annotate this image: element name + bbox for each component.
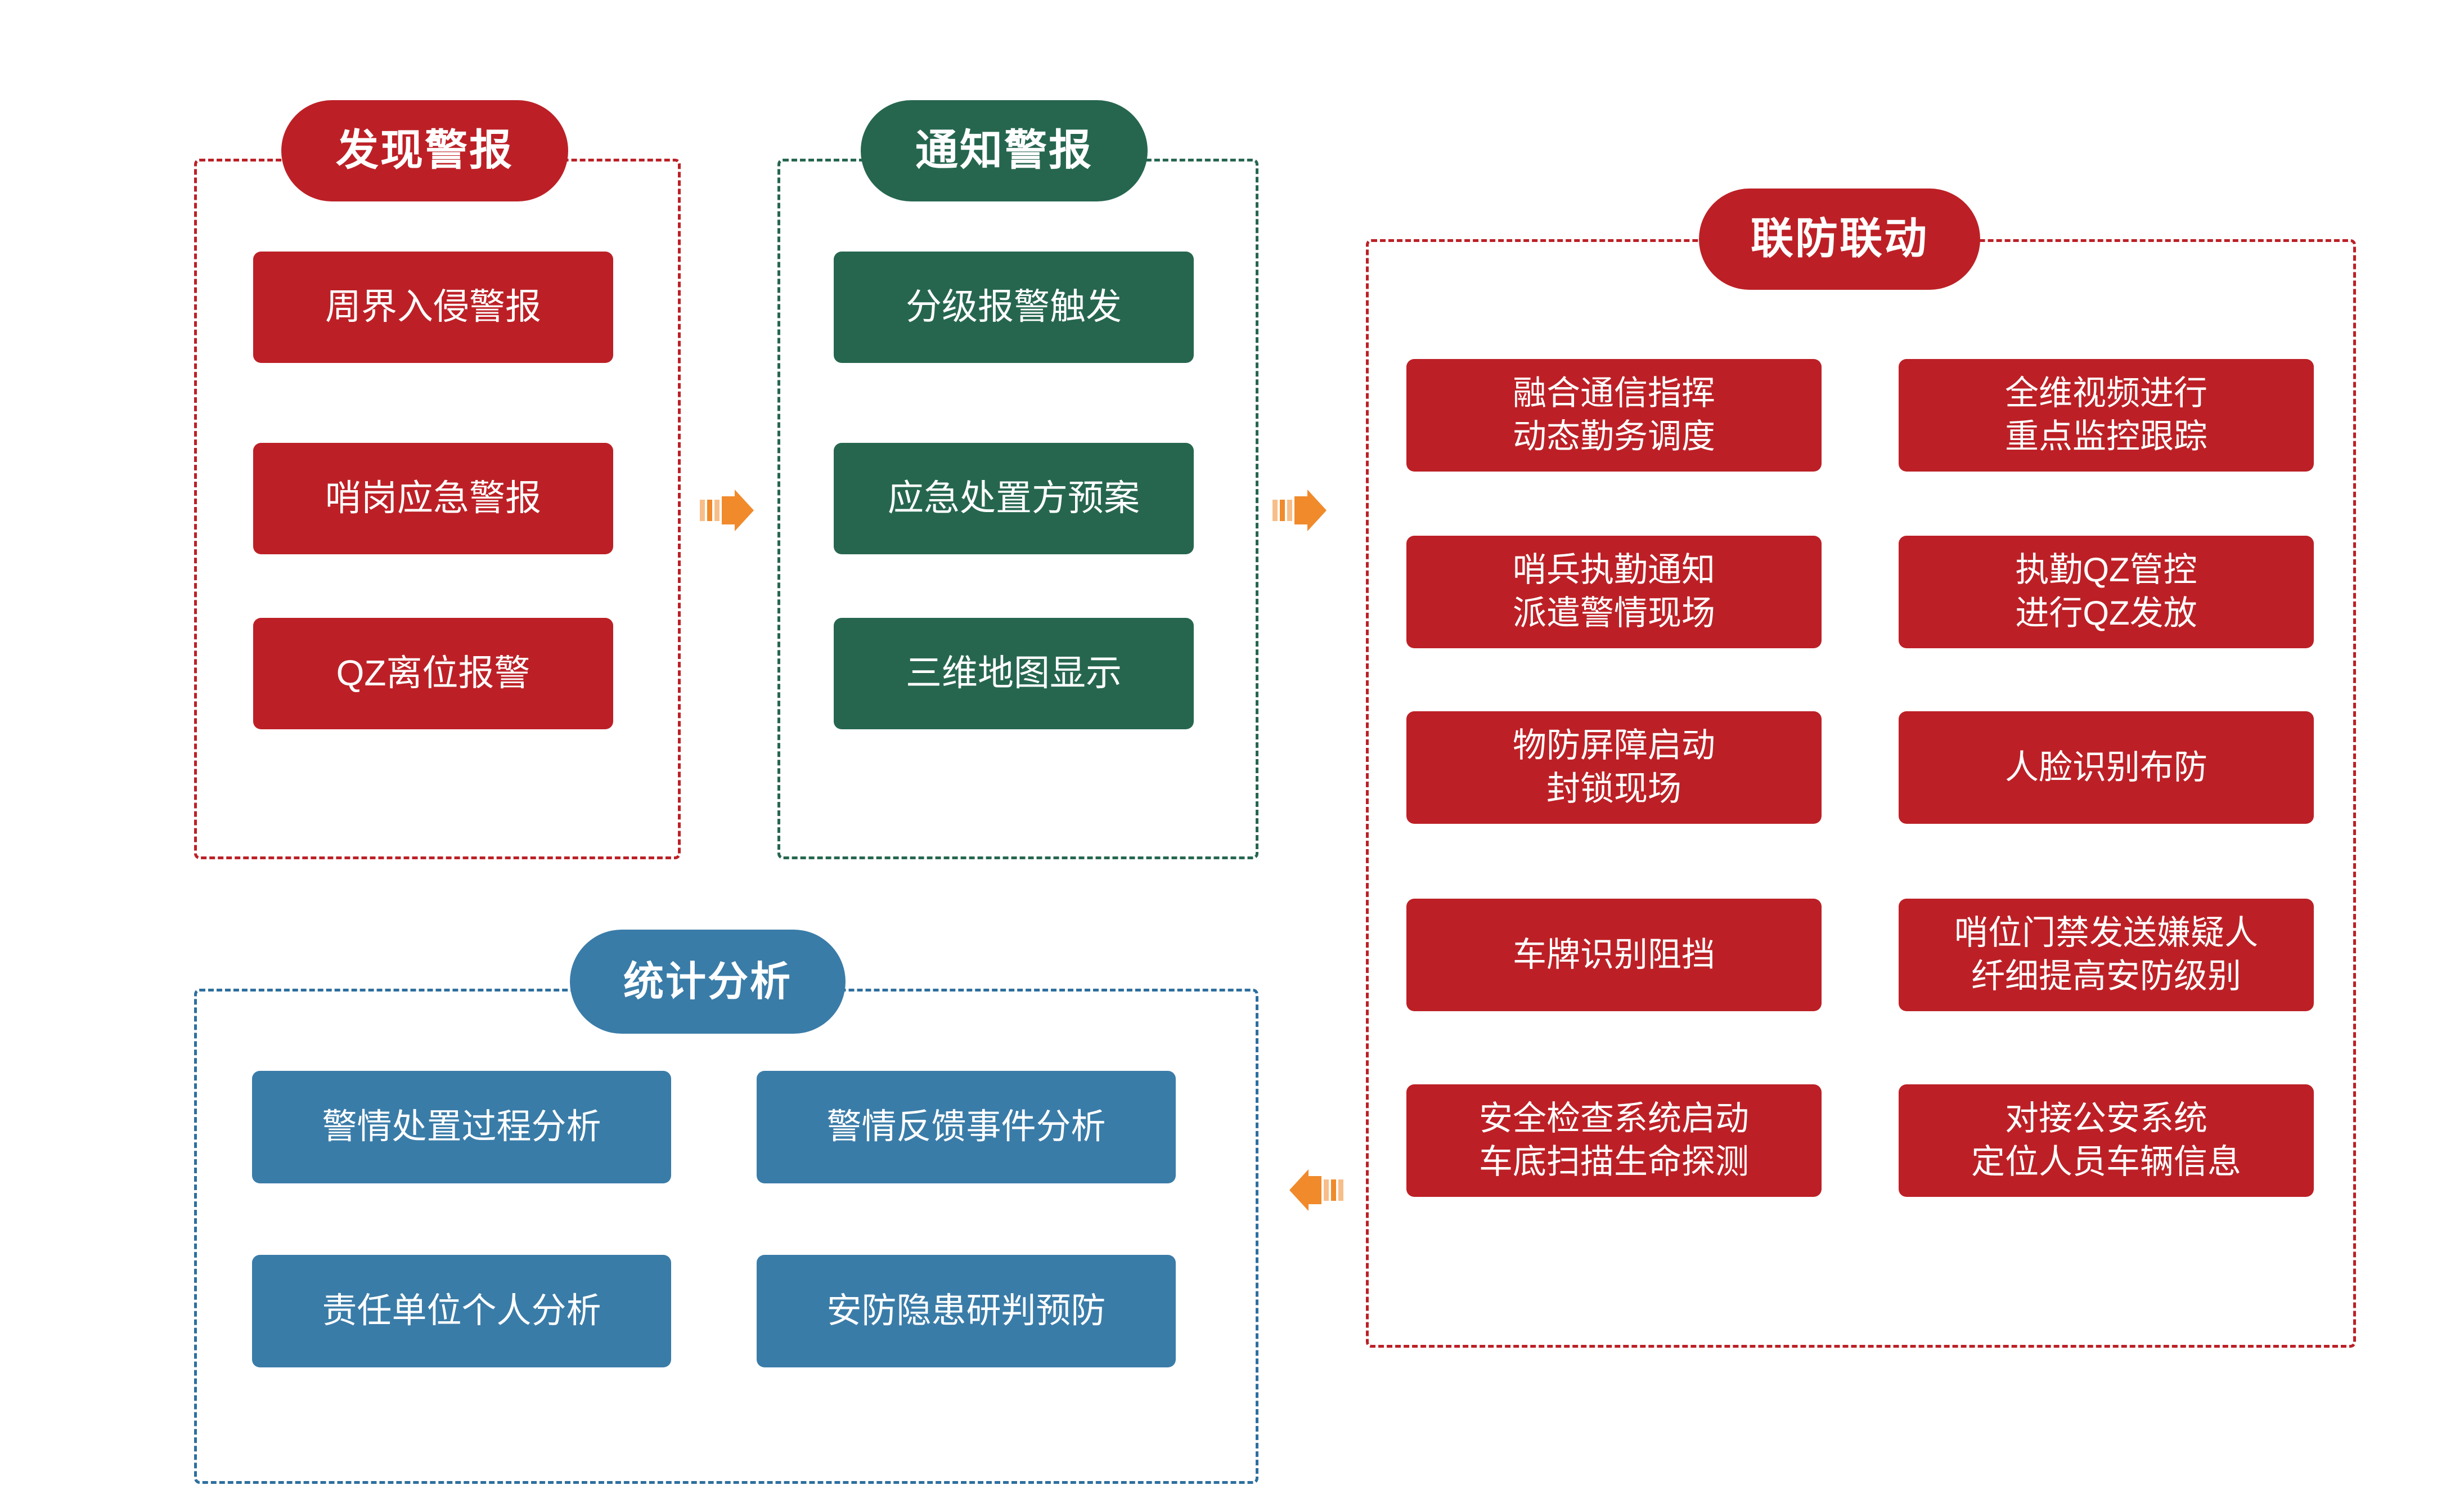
- chip-joint-left-2[interactable]: 物防屏障启动 封锁现场: [1406, 711, 1822, 824]
- chip-label: 应急处置方预案: [888, 478, 1140, 519]
- chip-label-line2: 纤细提高安防级别: [1971, 957, 2241, 995]
- chip-label-line2: 派遣警情现场: [1513, 594, 1715, 632]
- panel-header-joint[interactable]: 联防联动: [1699, 189, 1980, 290]
- chip-joint-right-2[interactable]: 人脸识别布防: [1899, 711, 2314, 824]
- chip-joint-left-1[interactable]: 哨兵执勤通知 派遣警情现场: [1406, 536, 1822, 648]
- chip-label-line2: 定位人员车辆信息: [1971, 1143, 2241, 1181]
- chip-label: 安防隐患研判预防: [826, 1291, 1106, 1331]
- chip-label-line2: 车底扫描生命探测: [1479, 1143, 1749, 1181]
- panel-frame-statistics: [194, 989, 1258, 1484]
- chip-discover-0[interactable]: 周界入侵警报: [253, 252, 613, 363]
- arrow-right-icon-discover-to-notify: [700, 485, 756, 536]
- panel-header-discover[interactable]: 发现警报: [281, 100, 568, 201]
- chip-label: 警情反馈事件分析: [826, 1107, 1106, 1147]
- chip-discover-2[interactable]: QZ离位报警: [253, 618, 613, 729]
- chip-joint-right-0[interactable]: 全维视频进行 重点监控跟踪: [1899, 359, 2314, 472]
- chip-label: 分级报警触发: [906, 286, 1122, 327]
- panel-header-notify-label: 通知警报: [915, 127, 1093, 174]
- chip-label: QZ离位报警: [336, 653, 530, 694]
- chip-joint-right-4[interactable]: 对接公安系统 定位人员车辆信息: [1899, 1084, 2314, 1197]
- chip-label-line2: 动态勤务调度: [1513, 418, 1715, 455]
- panel-header-statistics[interactable]: 统计分析: [570, 930, 846, 1034]
- chip-joint-right-1[interactable]: 执勤QZ管控 进行QZ发放: [1899, 536, 2314, 648]
- chip-joint-left-3[interactable]: 车牌识别阻挡: [1406, 899, 1822, 1011]
- chip-discover-1[interactable]: 哨岗应急警报: [253, 443, 613, 554]
- chip-label-line1: 车牌识别阻挡: [1513, 935, 1715, 973]
- panel-header-discover-label: 发现警报: [336, 127, 514, 174]
- panel-header-statistics-label: 统计分析: [623, 959, 792, 1004]
- arrow-right-icon-notify-to-joint: [1273, 485, 1329, 536]
- chip-label-line2: 封锁现场: [1546, 770, 1681, 807]
- chip-statistics-1[interactable]: 警情反馈事件分析: [757, 1071, 1176, 1183]
- chip-statistics-0[interactable]: 警情处置过程分析: [252, 1071, 671, 1183]
- chip-joint-right-3[interactable]: 哨位门禁发送嫌疑人 纤细提高安防级别: [1899, 899, 2314, 1011]
- chip-label-line1: 安全检查系统启动: [1479, 1100, 1749, 1138]
- chip-label-line1: 对接公安系统: [2005, 1100, 2207, 1138]
- chip-joint-left-4[interactable]: 安全检查系统启动 车底扫描生命探测: [1406, 1084, 1822, 1197]
- chip-label-line1: 哨位门禁发送嫌疑人: [1954, 914, 2258, 952]
- chip-label-line1: 物防屏障启动: [1513, 726, 1715, 765]
- chip-statistics-2[interactable]: 责任单位个人分析: [252, 1255, 671, 1367]
- chip-notify-1[interactable]: 应急处置方预案: [834, 443, 1194, 554]
- chip-label: 三维地图显示: [906, 653, 1122, 694]
- chip-label: 警情处置过程分析: [322, 1107, 601, 1147]
- chip-label-line2: 重点监控跟踪: [2005, 418, 2207, 455]
- chip-label-line1: 哨兵执勤通知: [1513, 551, 1715, 589]
- chip-notify-0[interactable]: 分级报警触发: [834, 252, 1194, 363]
- chip-label-line1: 人脸识别布防: [2005, 748, 2207, 786]
- panel-header-joint-label: 联防联动: [1751, 215, 1928, 263]
- chip-label-line1: 全维视频进行: [2005, 374, 2207, 412]
- chip-label: 哨岗应急警报: [325, 478, 541, 519]
- arrow-left-icon-joint-to-statistics: [1287, 1165, 1343, 1215]
- chip-label: 周界入侵警报: [325, 286, 541, 327]
- chip-label-line1: 融合通信指挥: [1513, 374, 1715, 412]
- chip-label-line1: 执勤QZ管控: [2015, 551, 2197, 589]
- chip-statistics-3[interactable]: 安防隐患研判预防: [757, 1255, 1176, 1367]
- chip-joint-left-0[interactable]: 融合通信指挥 动态勤务调度: [1406, 359, 1822, 472]
- chip-label: 责任单位个人分析: [322, 1291, 601, 1331]
- chip-label-line2: 进行QZ发放: [2015, 594, 2197, 632]
- chip-notify-2[interactable]: 三维地图显示: [834, 618, 1194, 729]
- panel-header-notify[interactable]: 通知警报: [861, 100, 1148, 201]
